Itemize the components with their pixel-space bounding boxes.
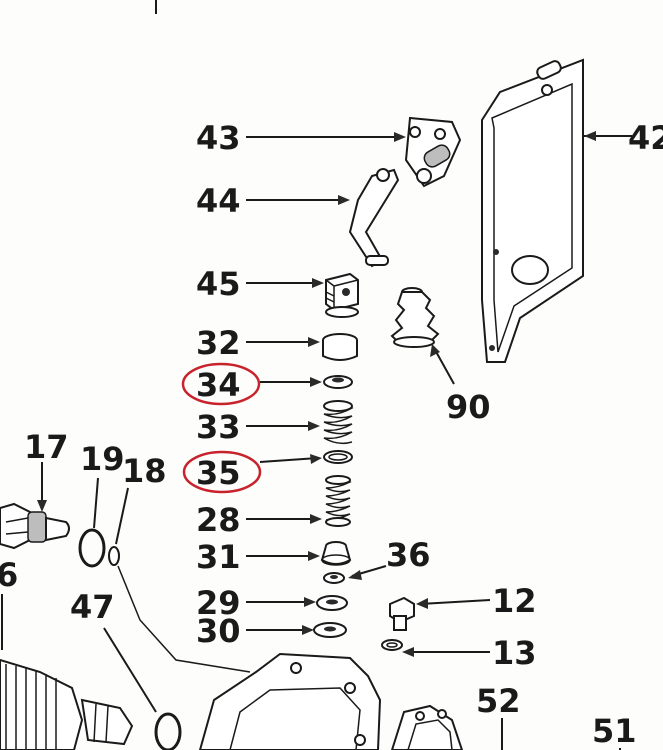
part-35-ring [323, 450, 353, 464]
callout-90: 90 [446, 388, 491, 426]
callout-18: 18 [122, 452, 167, 490]
leader-19 [93, 477, 99, 529]
callout-19: 19 [80, 440, 125, 478]
callout-12: 12 [492, 582, 537, 620]
leader-housing [117, 565, 251, 673]
callout-17: 17 [24, 428, 69, 466]
part-44-crank-lever [348, 168, 400, 268]
callout-35: 35 [196, 454, 241, 492]
callout-42: 42 [628, 119, 663, 157]
part-30-washer [313, 622, 347, 638]
leader-12 [419, 599, 491, 605]
callout-33: 33 [196, 408, 241, 446]
arrow-31 [308, 551, 320, 561]
arrow-45 [312, 278, 324, 288]
highlight-ring-34 [181, 362, 261, 406]
leader-35 [259, 457, 319, 463]
part-19-snap-ring [78, 528, 106, 568]
callout-30: 30 [196, 612, 241, 650]
part-28-spring [325, 475, 352, 527]
arrow-13 [402, 647, 414, 657]
part-13-o-ring [381, 639, 403, 651]
arrow-30 [302, 625, 314, 635]
part-43-link-plate [404, 116, 462, 188]
part-12-fitting [389, 596, 415, 631]
arrow-35 [310, 454, 322, 464]
highlight-ring-35 [182, 450, 262, 494]
part-45-block [325, 272, 359, 318]
part-31-seat [320, 541, 352, 566]
callout-6: 6 [0, 556, 18, 594]
arrow-32 [308, 337, 320, 347]
housing [198, 652, 464, 750]
callout-13: 13 [492, 634, 537, 672]
callout-45: 45 [196, 265, 241, 303]
part-18-ring [108, 546, 120, 566]
part-42-bracket [481, 58, 584, 363]
arrow-42 [584, 131, 596, 141]
arrow-44 [338, 195, 350, 205]
part-90-boot [390, 287, 440, 348]
part-17-shaft [0, 502, 70, 550]
callout-51: 51 [592, 712, 637, 750]
leader-47 [103, 627, 157, 713]
part-33-spring [323, 400, 354, 445]
callout-32: 32 [196, 324, 241, 362]
arrow-43 [394, 132, 406, 142]
arrow-90 [430, 344, 440, 357]
arrow-17 [37, 500, 47, 512]
leader-18 [115, 487, 129, 545]
part-47-o-ring [154, 712, 182, 750]
part-36-nut [323, 572, 345, 584]
callout-36: 36 [386, 536, 431, 574]
part-32-cup [322, 333, 358, 361]
part-29-washer [316, 595, 348, 611]
callout-29: 29 [196, 584, 241, 622]
arrow-33 [308, 421, 320, 431]
part-6-splined-shaft [0, 658, 134, 750]
callout-28: 28 [196, 501, 241, 539]
callout-43: 43 [196, 119, 241, 157]
arrow-12 [416, 598, 428, 609]
arrow-29 [304, 597, 316, 607]
part-34-washer [323, 375, 353, 389]
arrow-36 [348, 570, 362, 580]
callout-34: 34 [196, 366, 241, 404]
callout-52: 52 [476, 682, 521, 720]
callout-31: 31 [196, 538, 241, 576]
callout-44: 44 [196, 182, 241, 220]
leader-90 [433, 347, 455, 385]
callout-47: 47 [70, 588, 115, 626]
arrow-34 [310, 377, 322, 387]
arrow-28 [310, 514, 322, 524]
